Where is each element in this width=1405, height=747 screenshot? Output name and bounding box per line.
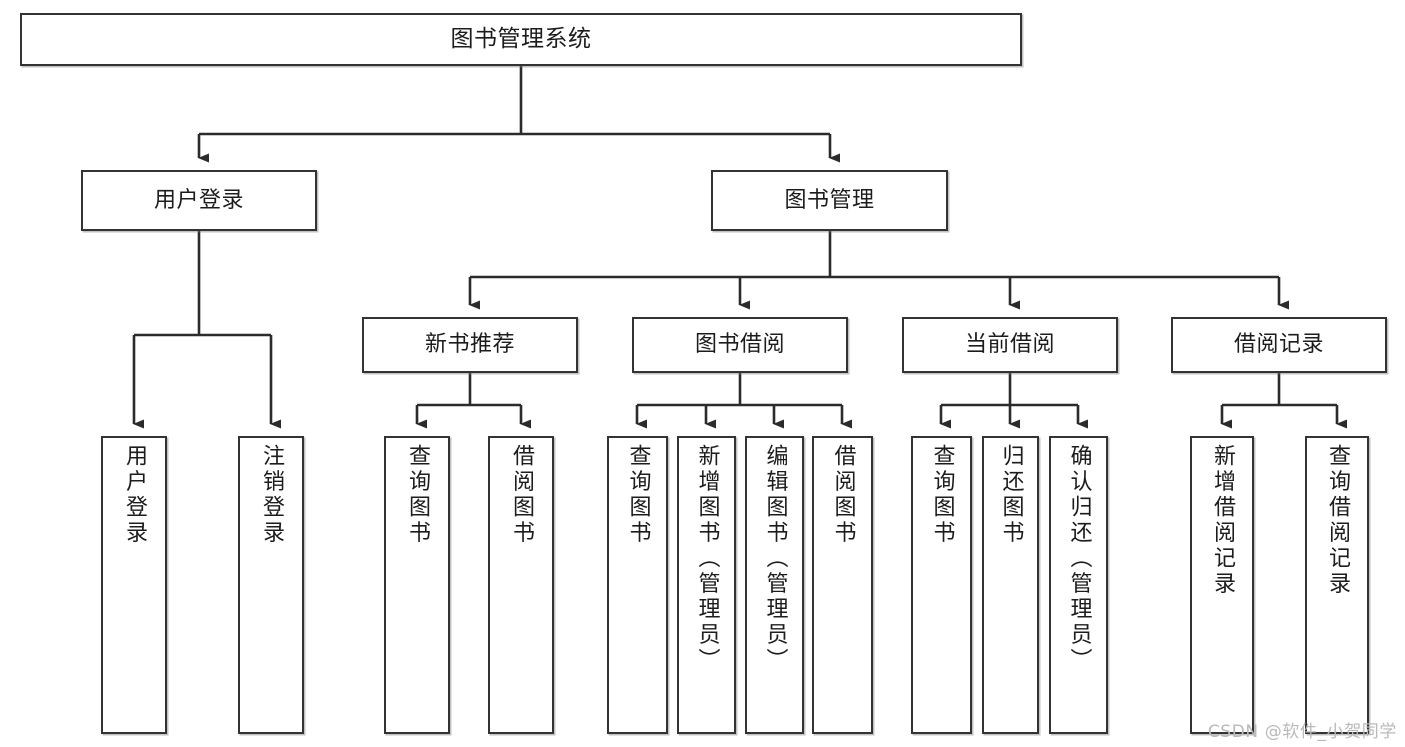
leaf-borrow-book-new-rec[interactable]: 借阅图书 (488, 436, 554, 734)
node-label: 查询图书 (625, 444, 651, 546)
node-book-borrow[interactable]: 图书借阅 (632, 317, 848, 373)
node-label: 图书管理 (784, 187, 875, 213)
node-label: 图书管理系统 (450, 26, 592, 53)
node-root-system[interactable]: 图书管理系统 (20, 13, 1022, 66)
node-label: 借阅图书 (830, 444, 856, 546)
node-label: 新增借阅记录 (1210, 444, 1235, 597)
node-label: 查询图书 (929, 444, 955, 546)
node-label: 编辑图书（管理员） (762, 444, 788, 674)
node-label: 借阅记录 (1233, 332, 1324, 358)
node-current-borrow[interactable]: 当前借阅 (902, 317, 1118, 373)
leaf-add-book-admin[interactable]: 新增图书（管理员） (677, 436, 736, 734)
node-label: 注销登录 (259, 444, 284, 546)
node-label: 当前借阅 (964, 332, 1055, 358)
node-label: 用户登录 (153, 187, 244, 213)
leaf-borrow-book-borrow[interactable]: 借阅图书 (812, 436, 873, 734)
leaf-query-book-current[interactable]: 查询图书 (911, 436, 972, 734)
leaf-return-book[interactable]: 归还图书 (982, 436, 1039, 734)
node-label: 查询图书 (405, 444, 430, 546)
node-label: 借阅图书 (509, 444, 534, 546)
leaf-edit-book-admin[interactable]: 编辑图书（管理员） (745, 436, 804, 734)
leaf-query-book-new-rec[interactable]: 查询图书 (384, 436, 450, 734)
node-user-login[interactable]: 用户登录 (81, 170, 317, 231)
leaf-query-book-borrow[interactable]: 查询图书 (607, 436, 668, 734)
leaf-add-borrow-record[interactable]: 新增借阅记录 (1190, 436, 1254, 734)
node-new-book-rec[interactable]: 新书推荐 (362, 317, 578, 373)
node-label: 归还图书 (998, 444, 1024, 546)
node-label: 图书借阅 (694, 332, 785, 358)
node-book-manage[interactable]: 图书管理 (711, 170, 948, 231)
node-label: 用户登录 (122, 444, 147, 546)
leaf-confirm-return-admin[interactable]: 确认归还（管理员） (1049, 436, 1108, 734)
leaf-query-borrow-record[interactable]: 查询借阅记录 (1305, 436, 1369, 734)
node-label: 确认归还（管理员） (1066, 444, 1092, 674)
node-borrow-record[interactable]: 借阅记录 (1171, 317, 1387, 373)
node-label: 查询借阅记录 (1325, 444, 1350, 597)
leaf-user-login[interactable]: 用户登录 (101, 436, 167, 734)
csdn-watermark: CSDN @软件_小贺同学 (1207, 722, 1397, 742)
node-label: 新书推荐 (424, 332, 515, 358)
leaf-user-logout[interactable]: 注销登录 (238, 436, 304, 734)
node-label: 新增图书（管理员） (694, 444, 720, 674)
